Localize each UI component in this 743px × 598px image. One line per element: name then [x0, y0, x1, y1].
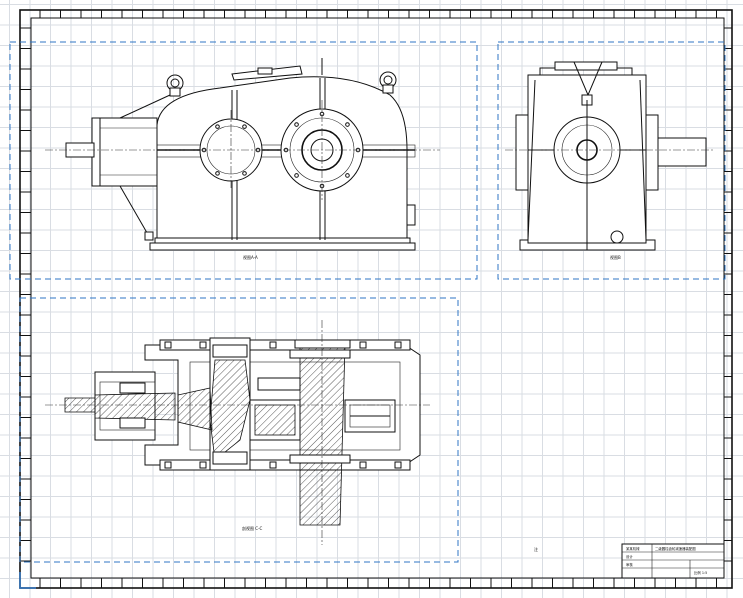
- title-block-checker: 审核: [626, 562, 633, 567]
- sheet-border: [19, 9, 733, 589]
- bolt: [394, 341, 402, 349]
- side-view-label: 视图B: [610, 254, 621, 260]
- bolt-hole: [215, 124, 220, 129]
- bolt: [394, 461, 402, 469]
- title-block-title: 二级圆柱齿轮减速器装配图: [655, 546, 696, 551]
- side-view-frame[interactable]: [497, 41, 726, 280]
- bolt-hole: [294, 173, 299, 178]
- title-block[interactable]: 某某机械 二级圆柱齿轮减速器装配图 设计 审核 比例 1:5: [621, 543, 725, 579]
- title-block-scale: 比例 1:5: [694, 570, 707, 575]
- side-view: 视图B: [505, 61, 715, 260]
- bolt: [359, 341, 367, 349]
- bolt: [199, 341, 207, 349]
- bolt: [199, 461, 207, 469]
- bolt: [269, 461, 277, 469]
- note-mark: 注: [534, 546, 538, 552]
- title-block-company: 某某机械: [626, 546, 640, 551]
- bolt-hole: [242, 124, 247, 129]
- bolt-hole: [345, 122, 350, 127]
- section-view: 剖视图 C-C: [45, 320, 430, 545]
- front-view-label: 视图A-A: [243, 254, 258, 260]
- front-view-frame[interactable]: [9, 41, 478, 280]
- bolt: [164, 461, 172, 469]
- section-view-frame[interactable]: [19, 297, 459, 563]
- title-block-designer: 设计: [626, 554, 633, 559]
- housing-bolts: [164, 341, 402, 469]
- bolt-hole: [215, 171, 220, 176]
- section-view-label: 剖视图 C-C: [242, 525, 263, 531]
- bolt: [164, 341, 172, 349]
- border-ticks-top: [39, 10, 717, 18]
- front-view: 视图A-A: [45, 58, 440, 260]
- border-ticks-bottom: [39, 578, 717, 588]
- bolt-hole: [242, 171, 247, 176]
- border-ticks-left: [20, 27, 31, 562]
- bolt-hole: [345, 173, 350, 178]
- bolt-hole: [294, 122, 299, 127]
- bolt: [269, 341, 277, 349]
- bolt: [359, 461, 367, 469]
